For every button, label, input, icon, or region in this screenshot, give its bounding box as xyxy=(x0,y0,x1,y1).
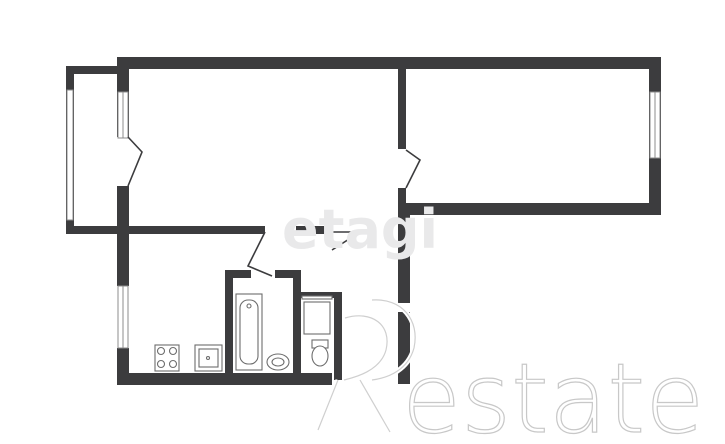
bath-sink-icon xyxy=(266,353,290,371)
wall-bath-top-right xyxy=(275,270,301,278)
door-right-room xyxy=(405,149,422,189)
wall-top xyxy=(117,57,661,69)
door-left-room-b xyxy=(326,231,363,251)
interior-walls xyxy=(117,57,406,380)
wall-left-room-bottom-a xyxy=(117,226,265,234)
balcony xyxy=(66,66,128,234)
stove-icon xyxy=(154,344,180,372)
balcony-window xyxy=(66,89,74,221)
restate-wordmark: estate xyxy=(402,343,704,444)
toilet-icon xyxy=(311,339,329,367)
windows xyxy=(117,91,661,349)
wall-hall-right xyxy=(398,203,410,303)
wall-bath-divider xyxy=(293,278,301,378)
wall-wc-right xyxy=(334,292,342,380)
wall-left-room-bottom-b xyxy=(296,226,326,234)
wall-right-room-bottom xyxy=(398,203,661,215)
wall-bath-left xyxy=(225,270,233,380)
restate-r-logo-outline xyxy=(317,299,416,433)
doors xyxy=(127,136,422,294)
bathtub-icon xyxy=(235,293,263,371)
wall-room-partition-lower xyxy=(398,188,406,215)
wall-bath-top xyxy=(225,270,251,278)
restate-watermark: estate xyxy=(315,297,705,444)
wall-bottom xyxy=(117,373,332,385)
etagi-watermark: etagi xyxy=(282,198,438,261)
wc-box-icon xyxy=(303,301,331,335)
balcony-bottom xyxy=(66,226,128,234)
balcony-top xyxy=(66,66,128,74)
wall-left-middle xyxy=(117,186,129,286)
wall-room-partition-upper xyxy=(398,57,406,149)
kitchen-sink-icon xyxy=(194,344,223,372)
hall-cabinet xyxy=(301,295,333,300)
door-balcony xyxy=(127,136,143,187)
door-left-room-a xyxy=(246,231,273,277)
wall-wc-top xyxy=(301,292,339,298)
fixtures xyxy=(154,293,333,372)
